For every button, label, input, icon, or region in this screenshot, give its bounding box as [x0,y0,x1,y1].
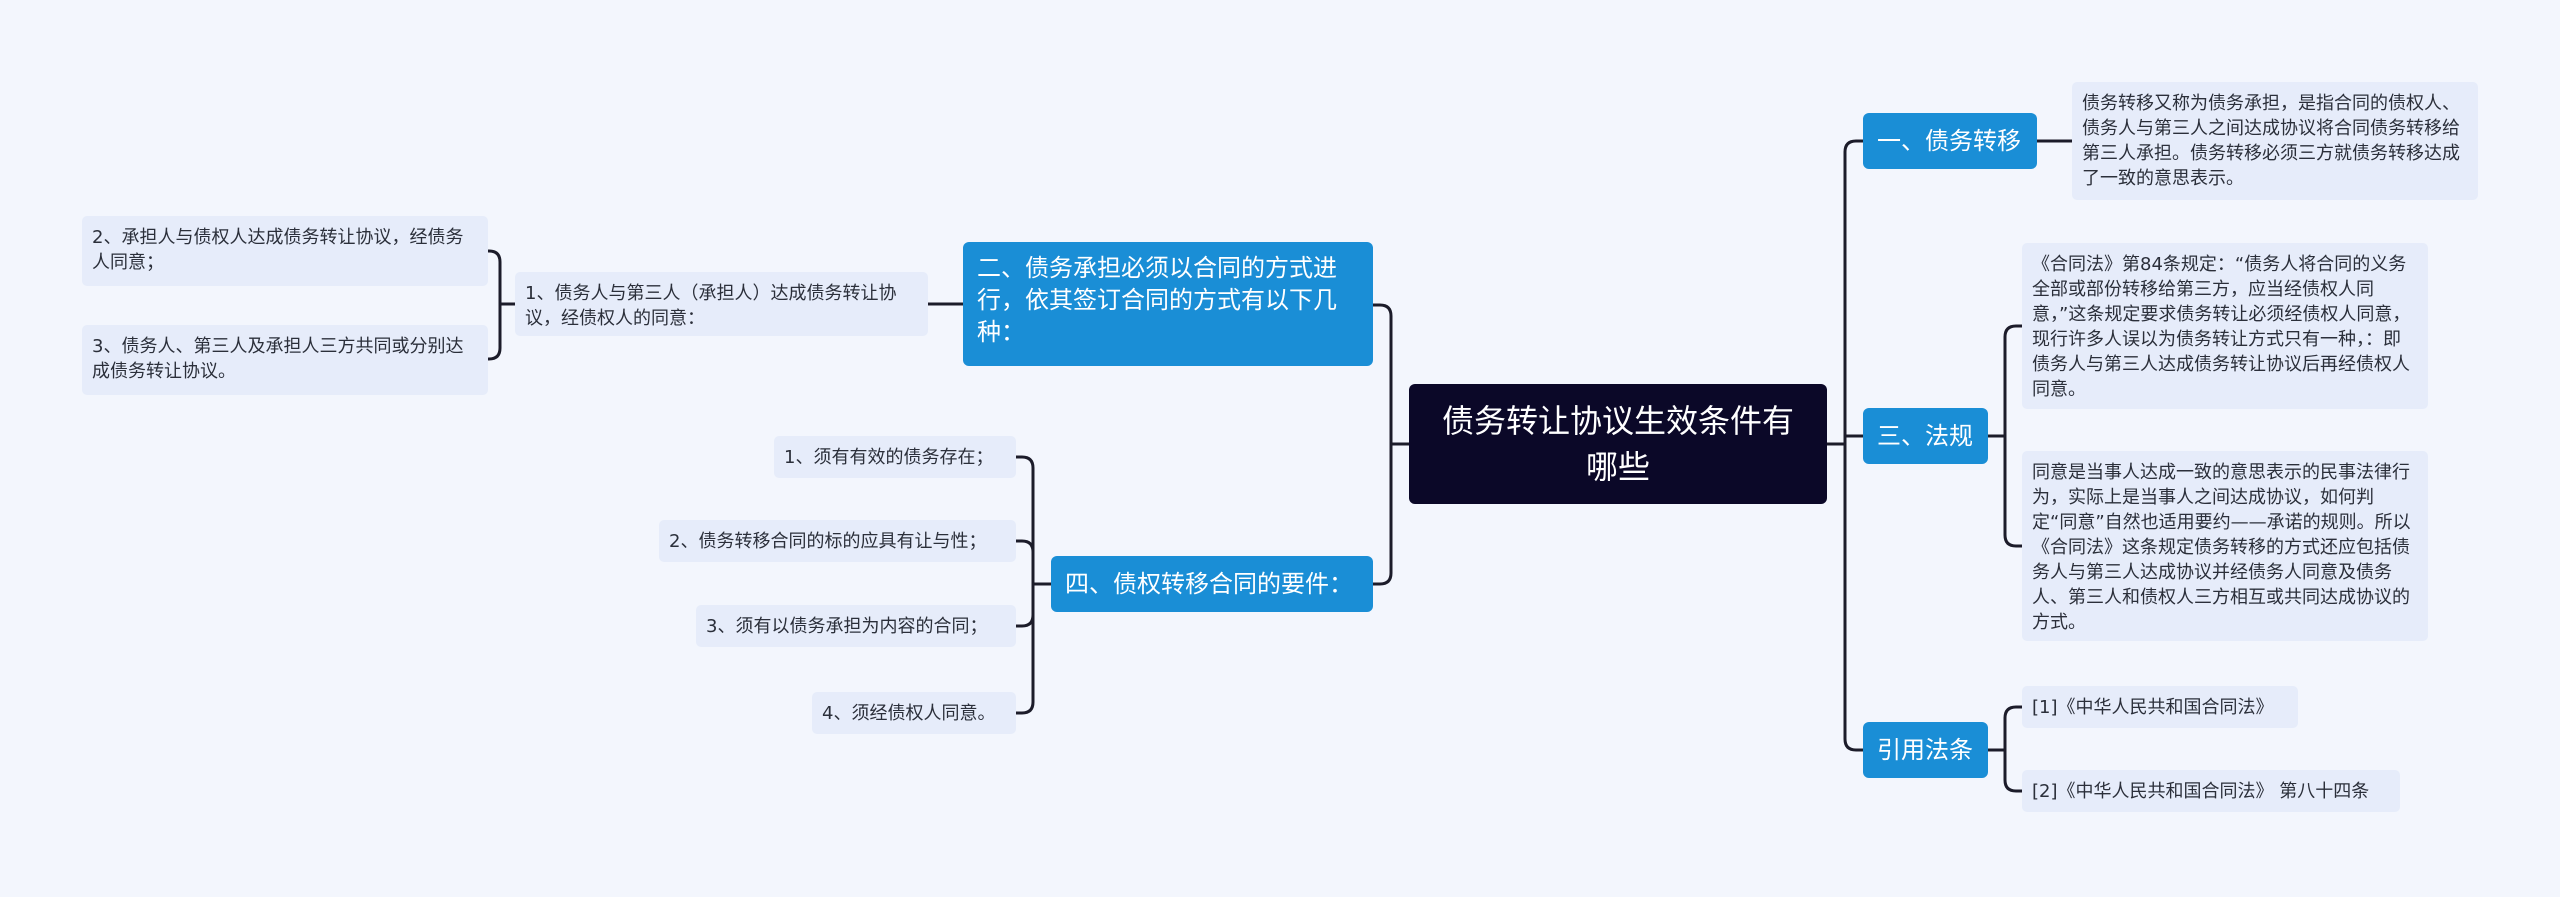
connector-b4-mid-up [1014,539,1035,586]
connector-trunk-right [1843,139,1865,446]
branch-cited-laws[interactable]: 引用法条 [1863,722,1988,778]
branch-contract-methods[interactable]: 二、债务承担必须以合同的方式进行，依其签订合同的方式有以下几种： [963,242,1373,366]
leaf-consent-explanation[interactable]: 同意是当事人达成一致的意思表示的民事法律行为，实际上是当事人之间达成协议，如何判… [2022,451,2428,641]
connector-trunk-left-up [1371,303,1393,446]
leaf-requirement-2[interactable]: 2、债务转移合同的标的应具有让与性； [659,520,1016,562]
leaf-method-3[interactable]: 3、债务人、第三人及承担人三方共同或分别达成债务转让协议。 [82,325,488,395]
connector-trunk-left-down [1371,442,1393,586]
connector-b4-up [1014,455,1035,586]
connector-b5-up [2003,705,2024,752]
sub-branch-method-1[interactable]: 1、债务人与第三人（承担人）达成债务转让协议，经债权人的同意： [515,272,928,336]
root-topic[interactable]: 债务转让协议生效条件有哪些 [1409,384,1827,504]
leaf-requirement-3[interactable]: 3、须有以债务承担为内容的合同； [696,605,1016,647]
connector-b4-down [1014,582,1035,715]
connector-trunk-right-low [1843,442,1865,752]
leaf-requirement-1[interactable]: 1、须有有效的债务存在； [774,436,1016,478]
connector-sub-up [486,249,502,306]
connector-sub-down [486,302,502,361]
connector-b4-mid-down [1014,582,1035,628]
leaf-citation-2[interactable]: [2]《中华人民共和国合同法》 第八十四条 [2022,770,2400,812]
leaf-method-2[interactable]: 2、承担人与债权人达成债务转让协议，经债务人同意； [82,216,488,286]
leaf-contract-law-article-84[interactable]: 《合同法》第84条规定：“债务人将合同的义务全部或部份转移给第三方，应当经债权人… [2022,243,2428,409]
connector-b5-down [2003,748,2024,793]
branch-debt-transfer[interactable]: 一、债务转移 [1863,113,2037,169]
leaf-debt-transfer-definition[interactable]: 债务转移又称为债务承担，是指合同的债权人、债务人与第三人之间达成协议将合同债务转… [2072,82,2478,200]
leaf-requirement-4[interactable]: 4、须经债权人同意。 [812,692,1016,734]
branch-regulations[interactable]: 三、法规 [1863,408,1988,464]
connector-b3-down [2003,434,2024,548]
connector-b3-up [2003,324,2024,438]
branch-transfer-requirements[interactable]: 四、债权转移合同的要件： [1051,556,1373,612]
leaf-citation-1[interactable]: [1]《中华人民共和国合同法》 [2022,686,2298,728]
